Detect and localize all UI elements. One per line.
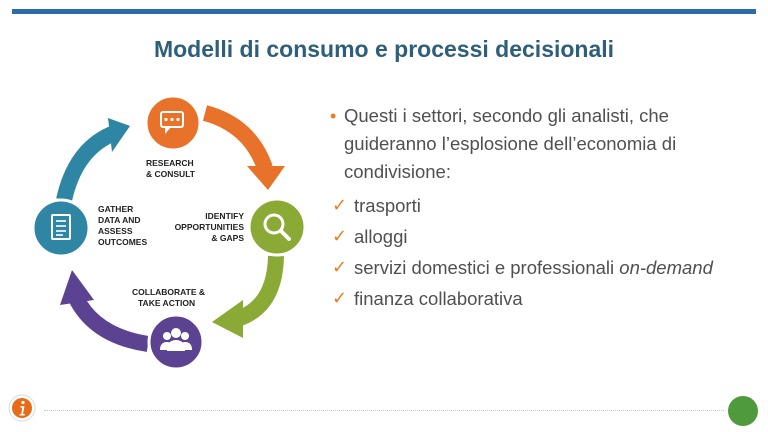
bullet-content: • Questi i settori, secondo gli analisti… <box>330 102 750 314</box>
slide-title: Modelli di consumo e processi decisional… <box>153 36 615 62</box>
step-identify-label-1: IDENTIFY <box>205 211 244 221</box>
sector-text: finanza collaborativa <box>354 288 523 309</box>
step-identify-circle <box>247 197 307 257</box>
sector-item: ✓ trasporti <box>330 190 750 221</box>
sector-text: trasporti <box>354 195 421 216</box>
arrow-gather-to-research <box>56 118 130 202</box>
arrow-identify-to-collaborate <box>212 255 284 338</box>
step-research: RESEARCH & CONSULT <box>144 94 202 179</box>
step-identify: IDENTIFY OPPORTUNITIES & GAPS <box>175 197 307 257</box>
intro-text: Questi i settori, secondo gli analisti, … <box>344 105 677 182</box>
step-identify-label-3: & GAPS <box>211 233 244 243</box>
step-collaborate: COLLABORATE & TAKE ACTION <box>132 287 205 371</box>
step-collaborate-label-1: COLLABORATE & <box>132 287 205 297</box>
sector-text: servizi domestici e professionali <box>354 257 620 278</box>
speech-bubble-icon <box>160 111 184 134</box>
arrow-collaborate-to-gather <box>60 270 150 352</box>
intro-bullet: • Questi i settori, secondo gli analisti… <box>330 102 750 186</box>
top-rule <box>12 9 756 14</box>
sector-text: alloggi <box>354 226 408 247</box>
footer-divider <box>44 410 724 411</box>
checkmark-icon: ✓ <box>332 257 348 277</box>
sector-item: ✓ alloggi <box>330 221 750 252</box>
green-dot-icon <box>728 396 758 426</box>
sector-item: ✓ finanza collaborativa <box>330 283 750 314</box>
arrow-research-to-identify <box>202 105 285 190</box>
sector-suffix: on-demand <box>619 257 713 278</box>
info-logo-icon <box>8 394 36 422</box>
checkmark-icon: ✓ <box>332 226 348 246</box>
step-gather-circle <box>31 198 91 258</box>
step-gather-label-3: ASSESS <box>98 226 133 236</box>
step-gather-label-4: OUTCOMES <box>98 237 147 247</box>
checklist-icon <box>51 214 71 240</box>
sector-item: ✓ servizi domestici e professionali on-d… <box>330 252 750 283</box>
step-identify-label-2: OPPORTUNITIES <box>175 222 245 232</box>
step-gather-label-2: DATA AND <box>98 215 141 225</box>
step-research-label-2: & CONSULT <box>146 169 196 179</box>
people-icon <box>160 328 192 351</box>
step-research-circle <box>144 94 202 152</box>
step-gather-label-1: GATHER <box>98 204 133 214</box>
step-research-label-1: RESEARCH <box>146 158 194 168</box>
magnifier-icon <box>263 213 291 241</box>
bullet-dot-icon: • <box>330 106 337 126</box>
sector-list: ✓ trasporti ✓ alloggi ✓ servizi domestic… <box>330 190 750 314</box>
step-collaborate-label-2: TAKE ACTION <box>138 298 195 308</box>
checkmark-icon: ✓ <box>332 195 348 215</box>
step-gather: GATHER DATA AND ASSESS OUTCOMES <box>31 198 147 258</box>
checkmark-icon: ✓ <box>332 288 348 308</box>
